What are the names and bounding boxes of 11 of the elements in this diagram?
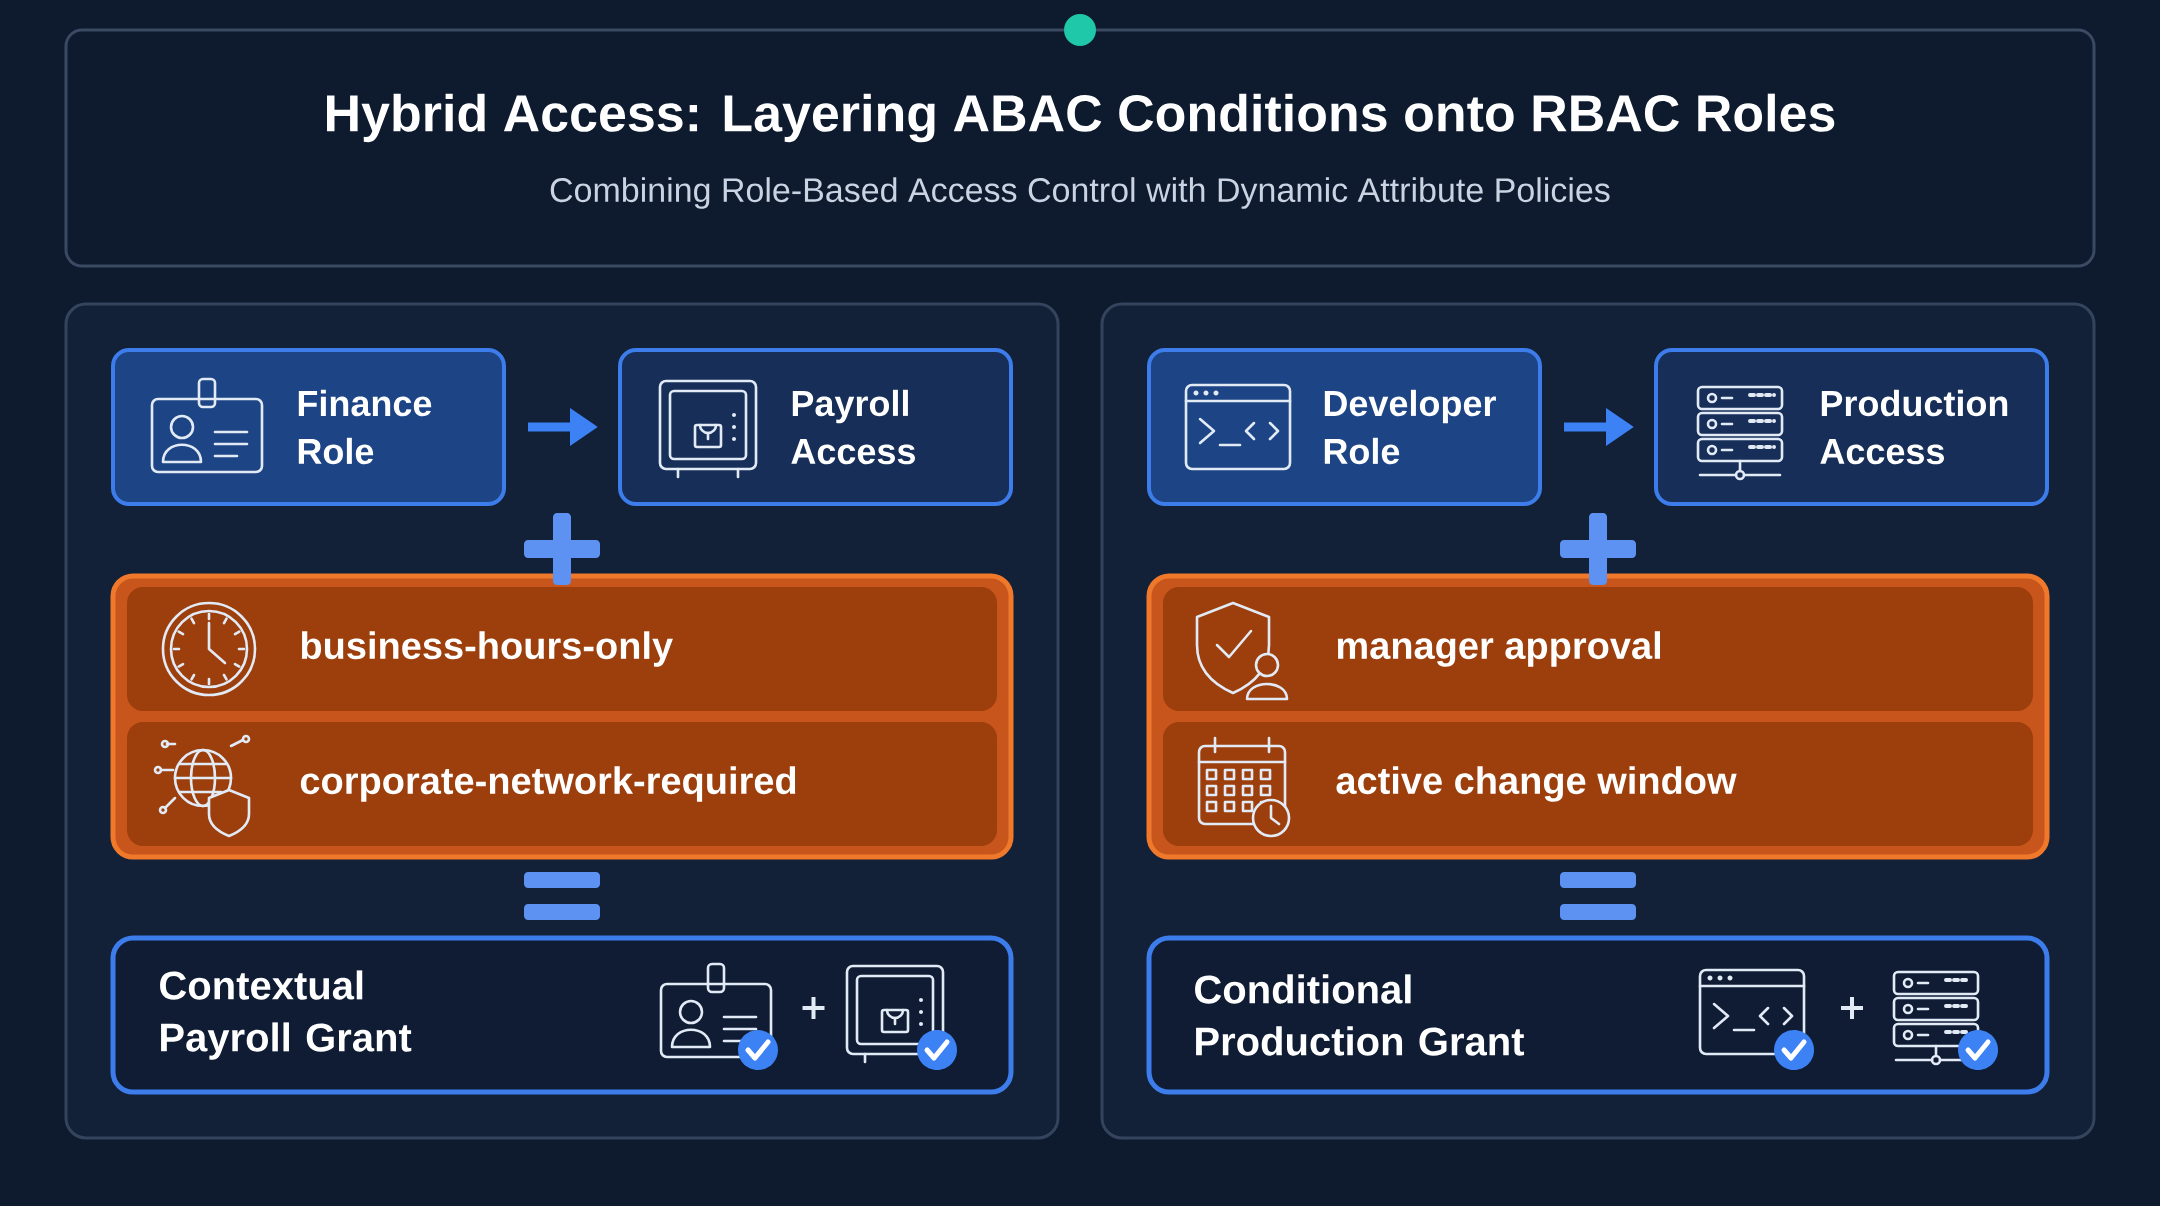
grant-box: Conditional Production Grant [1146,935,2050,1095]
condition-row: active change window [1163,722,2033,846]
role-box: Developer Role [1147,348,1542,506]
grant-box: Contextual Payroll Grant [110,935,1014,1095]
role-box: Finance Role [111,348,506,506]
resource-box: Payroll Access [618,348,1013,506]
condition-row: corporate-network-required [127,722,997,846]
condition-row: business-hours-only [127,587,997,711]
resource-box: Production Access [1654,348,2049,506]
header-box: Hybrid Access: Layering ABAC Conditions onto RBAC Roles Combining Role-Based Access Control with Dynamic Attribute Policies [64,28,2096,268]
condition-row: manager approval [1163,587,2033,711]
